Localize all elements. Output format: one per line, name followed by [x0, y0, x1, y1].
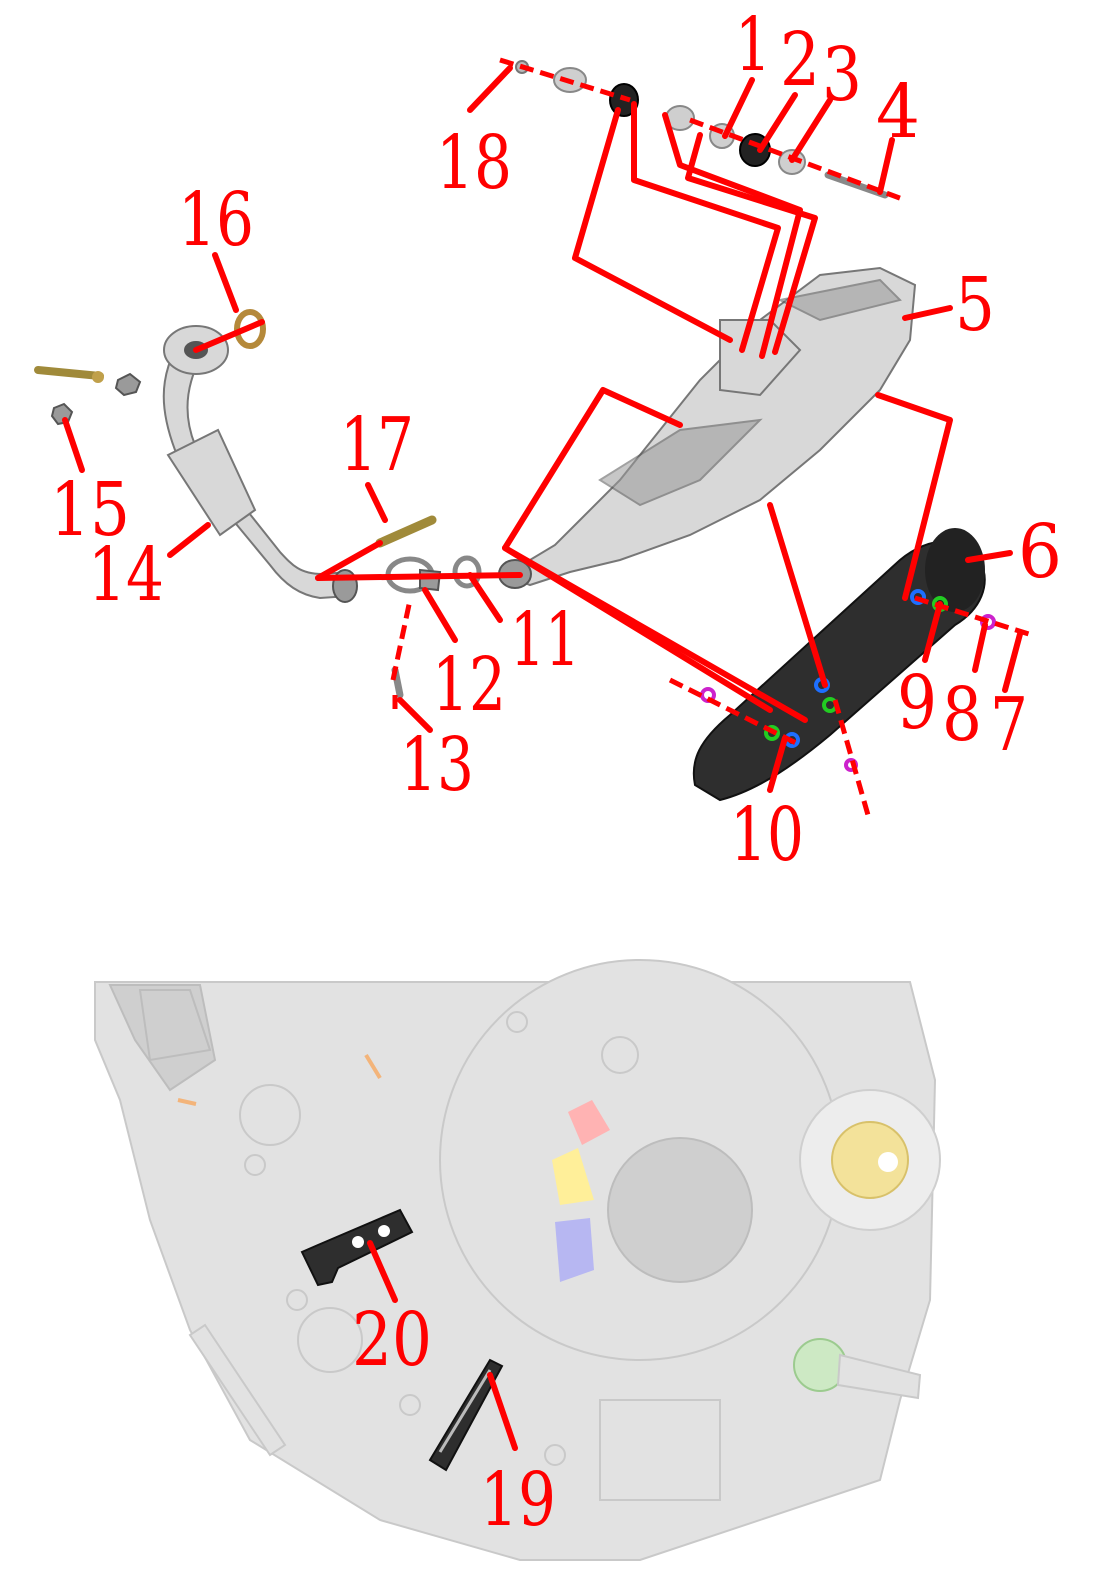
engine-bracket-19 — [428, 1358, 504, 1472]
callout-numbers: 1 2 3 4 5 6 7 8 9 10 11 12 13 14 15 16 1… — [50, 2, 1062, 1543]
callout-5: 5 — [955, 262, 995, 348]
muffler-body-5 — [498, 266, 917, 589]
callout-17: 17 — [340, 402, 414, 488]
silencer-6 — [692, 528, 986, 802]
oxygen-sensor-left — [34, 366, 104, 383]
oxygen-sensor-17 — [375, 515, 437, 548]
callout-16: 16 — [178, 177, 254, 263]
gasket-16 — [234, 309, 266, 349]
header-pipe-14 — [162, 325, 358, 603]
callout-1: 1 — [735, 2, 771, 88]
engine-ghost — [94, 959, 941, 1561]
callout-15: 15 — [50, 467, 130, 553]
callout-11: 11 — [510, 597, 580, 683]
callout-4: 4 — [876, 69, 920, 155]
callout-6: 6 — [1018, 509, 1062, 595]
callout-3: 3 — [822, 32, 862, 118]
callout-8: 8 — [942, 672, 982, 758]
callout-12: 12 — [432, 642, 506, 728]
callout-19: 19 — [480, 1457, 556, 1543]
callout-10: 10 — [730, 792, 804, 878]
callout-2: 2 — [780, 17, 820, 103]
callout-9: 9 — [897, 660, 937, 746]
callout-18: 18 — [436, 120, 512, 206]
callout-14: 14 — [88, 532, 164, 618]
callout-13: 13 — [400, 722, 474, 808]
callout-20: 20 — [352, 1297, 432, 1383]
gasket-11 — [452, 555, 482, 589]
callout-7: 7 — [990, 682, 1028, 768]
leader-lines — [62, 57, 1036, 1451]
engine-bracket-20 — [300, 1208, 414, 1287]
